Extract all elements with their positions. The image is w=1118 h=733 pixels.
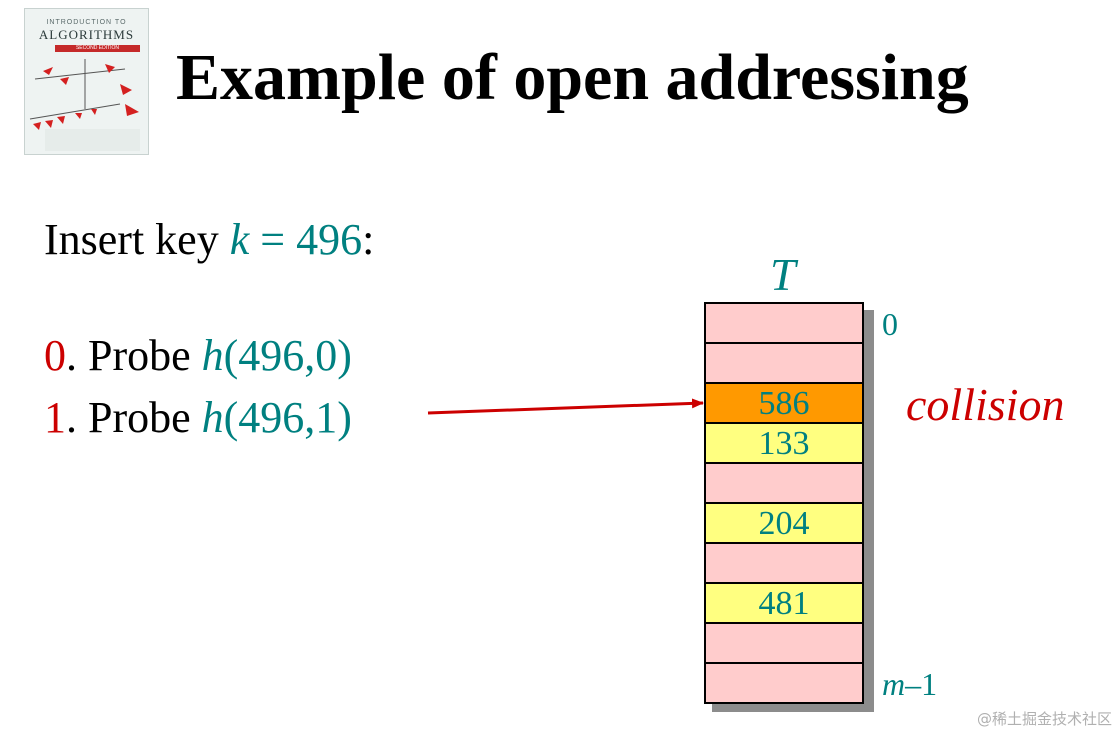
- probe-step-0: 0. Probe h(496,0): [44, 330, 352, 381]
- insert-key-line: Insert key k = 496:: [44, 214, 374, 265]
- insert-suffix: :: [362, 215, 375, 264]
- index-first-label: 0: [882, 306, 898, 342]
- insert-value: = 496: [249, 215, 363, 264]
- probe-text: . Probe: [66, 393, 202, 442]
- probe-args: (496,0): [223, 331, 352, 380]
- table-slot: [706, 544, 862, 584]
- mobile-sculpture-icon: [29, 59, 140, 151]
- table-label: T: [770, 249, 796, 300]
- probe-number: 0: [44, 331, 66, 380]
- table-slot: [706, 624, 862, 664]
- probe-number: 1: [44, 393, 66, 442]
- probe-args: (496,1): [223, 393, 352, 442]
- insert-prefix: Insert key: [44, 215, 230, 264]
- probe-function: h: [201, 393, 224, 442]
- table-slot: 204: [706, 504, 862, 544]
- table-slot: [706, 344, 862, 384]
- watermark-text: @稀土掘金技术社区: [976, 710, 1112, 728]
- table-slot: 481: [706, 584, 862, 624]
- book-intro-text: INTRODUCTION TO: [46, 19, 127, 26]
- probe-step-1: 1. Probe h(496,1): [44, 392, 352, 443]
- insert-variable: k: [229, 215, 250, 264]
- collision-label: collision: [906, 379, 1065, 430]
- table-slot: [706, 664, 862, 702]
- table-slot: 586: [706, 384, 862, 424]
- probe-text: . Probe: [66, 331, 202, 380]
- index-last-variable: m: [882, 666, 906, 702]
- probe-function: h: [201, 331, 224, 380]
- book-title-text: ALGORITHMS: [38, 27, 135, 42]
- table-slot: [706, 304, 862, 344]
- table-slot: [706, 464, 862, 504]
- index-last-suffix: –1: [905, 666, 938, 702]
- table-slot: 133: [706, 424, 862, 464]
- index-last-label: m–1: [882, 666, 937, 703]
- slide-title: Example of open addressing: [176, 41, 969, 114]
- book-edition-text: SECOND EDITION: [55, 45, 140, 52]
- book-cover-image: INTRODUCTION TO ALGORITHMS SECOND EDITIO…: [24, 8, 149, 155]
